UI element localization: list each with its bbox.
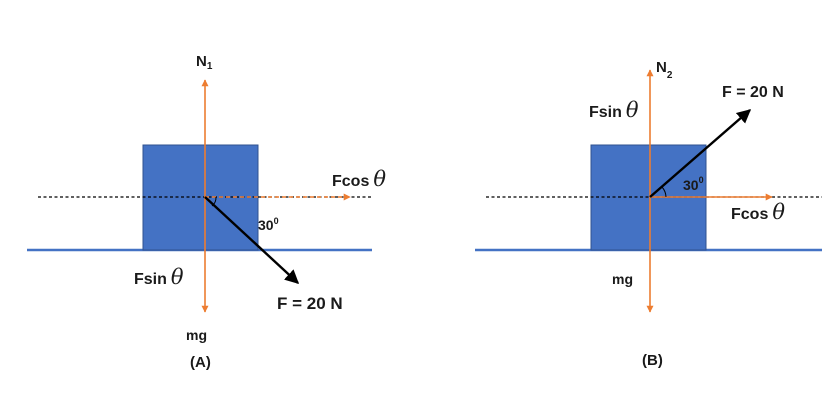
angle-label-a: 300 <box>258 216 279 233</box>
angle-arc-icon-a <box>211 196 217 207</box>
normal-force-label-a: N1 <box>196 53 213 72</box>
applied-force-label-b: F = 20 N <box>722 84 784 101</box>
applied-force-label-a: F = 20 N <box>277 294 343 313</box>
angle-label-b: 300 <box>683 175 704 193</box>
weight-label-a: mg <box>186 327 207 343</box>
caption-b: (B) <box>642 352 663 369</box>
caption-a: (A) <box>190 354 211 371</box>
angle-arc-icon-b <box>661 186 667 198</box>
normal-force-label-b: N2 <box>656 59 673 81</box>
applied-force-arrow-b <box>649 109 752 198</box>
applied-force-arrow-a <box>204 196 300 284</box>
weight-label-b: mg <box>612 271 633 287</box>
